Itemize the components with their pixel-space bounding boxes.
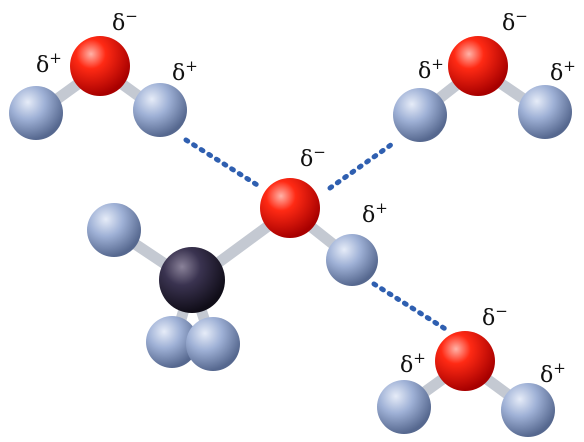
charge-plus-wbr-left: δ+	[400, 349, 426, 378]
charge-minus-wtl: δ−	[112, 7, 138, 36]
oxygen-atom	[448, 36, 508, 96]
charge-minus-wtr: δ−	[502, 7, 528, 36]
charge-plus-wtr-left: δ+	[418, 55, 444, 84]
hydrogen-bond-bottom-right	[371, 281, 450, 333]
hydrogen-atom	[9, 86, 63, 140]
hydrogen-atom	[87, 203, 141, 257]
hydrogen-atom	[146, 316, 198, 368]
hydrogen-bonds	[183, 137, 450, 333]
charge-plus-wtl-left: δ+	[36, 49, 62, 78]
oxygen-atom	[435, 331, 495, 391]
methanol-molecule	[87, 178, 378, 371]
charge-plus-methanol-h: δ+	[362, 199, 388, 228]
hydrogen-atom	[518, 85, 572, 139]
hydrogen-bond-top-right	[327, 139, 398, 191]
charge-plus-wtl-right: δ+	[172, 57, 198, 86]
hydrogen-bond-top-left	[183, 137, 265, 191]
carbon-atom	[159, 247, 225, 313]
charge-minus-methanol-o: δ−	[300, 143, 326, 172]
hydrogen-atom	[133, 83, 187, 137]
hydrogen-atom	[393, 88, 447, 142]
hydrogen-atom	[501, 383, 555, 437]
water-top-right	[393, 36, 572, 142]
charge-labels: δ− δ+ δ+ δ− δ+ δ+ δ− δ+ δ− δ+ δ+	[36, 7, 576, 388]
oxygen-atom	[70, 36, 130, 96]
charge-minus-wbr: δ−	[482, 302, 508, 331]
charge-plus-wbr-right: δ+	[540, 359, 566, 388]
hydrogen-atom	[326, 234, 378, 286]
charge-plus-wtr-right: δ+	[550, 57, 576, 86]
hydrogen-atom	[377, 380, 431, 434]
water-bottom-right	[377, 331, 555, 437]
oxygen-atom	[260, 178, 320, 238]
hydrogen-atom	[186, 317, 240, 371]
water-top-left	[9, 36, 187, 140]
